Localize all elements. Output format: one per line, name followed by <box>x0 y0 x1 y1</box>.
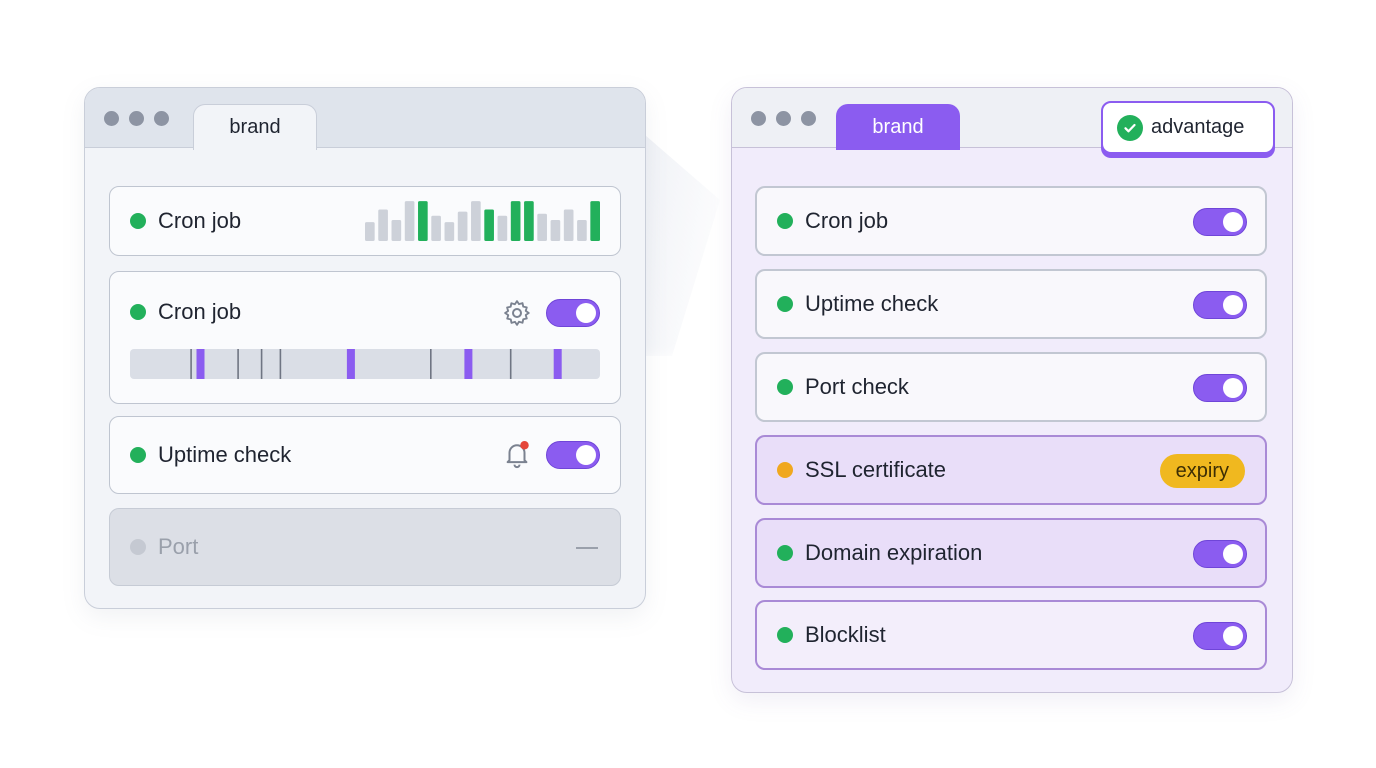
advantage-badge: advantage <box>1101 101 1275 154</box>
enable-toggle[interactable] <box>546 441 600 469</box>
monitor-label: Port check <box>805 374 909 399</box>
status-dot <box>777 213 793 229</box>
monitor-window-right: brand Cron job Uptime check Port check S… <box>731 87 1293 693</box>
status-dot <box>777 296 793 312</box>
window-dot[interactable] <box>776 111 791 126</box>
window-dot[interactable] <box>801 111 816 126</box>
sparkline-bar <box>577 220 587 241</box>
status-dot <box>130 447 146 463</box>
monitor-label: Uptime check <box>805 291 939 316</box>
enable-toggle[interactable] <box>1193 208 1247 236</box>
timeline-tick <box>279 349 282 379</box>
sparkline-bar <box>471 201 481 241</box>
sparkline-bar <box>537 213 547 241</box>
timeline-event-marker <box>464 349 473 379</box>
monitor-card-cron-job[interactable]: Cron job <box>755 186 1267 256</box>
monitor-label: Blocklist <box>805 622 886 647</box>
sparkline-bar <box>418 201 428 241</box>
sparkline-bar <box>524 201 534 241</box>
status-dot <box>130 213 146 229</box>
sparkline-bar <box>404 201 415 241</box>
title-bar: brand <box>85 88 645 150</box>
timeline-event-marker <box>346 349 355 379</box>
monitor-card-cron-job[interactable]: Cron job <box>109 186 621 256</box>
monitor-label: SSL certificate <box>805 457 947 482</box>
run-timeline <box>130 349 600 379</box>
monitor-label: Uptime check <box>158 442 292 467</box>
sparkline-bar <box>550 220 561 241</box>
monitor-card-ssl-certificate[interactable]: SSL certificate expiry <box>755 435 1267 505</box>
sparkline-bar <box>457 211 468 241</box>
sparkline-bar <box>497 215 508 241</box>
monitor-card-blocklist[interactable]: Blocklist <box>755 600 1267 670</box>
window-dot[interactable] <box>751 111 766 126</box>
monitor-card-uptime-check[interactable]: Uptime check <box>109 416 621 494</box>
status-dot <box>130 304 146 320</box>
monitor-window-left: brand Cron job Cron job Uptime check Por… <box>84 87 646 609</box>
monitor-card-port-check[interactable]: Port check <box>755 352 1267 422</box>
window-dot[interactable] <box>154 111 169 126</box>
timeline-track <box>130 349 600 379</box>
sparkline-bar <box>431 215 441 241</box>
monitor-label: Domain expiration <box>805 540 983 565</box>
window-controls <box>104 111 169 126</box>
status-dot <box>777 379 793 395</box>
window-controls <box>751 111 816 126</box>
window-dot[interactable] <box>129 111 144 126</box>
status-dot <box>777 545 793 561</box>
sparkline-bar <box>365 222 375 241</box>
enable-toggle[interactable] <box>1193 540 1247 568</box>
monitor-label: Port <box>158 534 199 559</box>
enable-toggle[interactable] <box>546 299 600 327</box>
activity-sparkline <box>365 201 600 241</box>
timeline-event-marker <box>553 349 562 379</box>
sparkline-bar <box>391 220 402 241</box>
timeline-tick <box>509 349 512 379</box>
timeline-event-marker <box>196 349 205 379</box>
sparkline-bar <box>484 209 494 241</box>
monitor-label: Cron job <box>158 208 242 233</box>
monitor-label: Cron job <box>158 299 242 324</box>
sparkline-bar <box>510 201 521 241</box>
timeline-tick <box>430 349 432 379</box>
sparkline-bar <box>590 201 600 241</box>
title-bar: brand <box>732 88 1292 150</box>
enable-toggle[interactable] <box>1193 374 1247 402</box>
expiry-badge: expiry <box>1159 454 1245 488</box>
monitor-card-domain-expiration[interactable]: Domain expiration <box>755 518 1267 588</box>
status-dot <box>130 539 146 555</box>
tab-brand[interactable]: brand <box>836 104 960 150</box>
enable-toggle[interactable] <box>1193 291 1247 319</box>
status-dot <box>777 627 793 643</box>
tab-brand[interactable]: brand <box>193 104 317 150</box>
timeline-tick <box>190 349 192 379</box>
monitor-card-port[interactable]: Port <box>109 508 621 586</box>
bell-icon[interactable] <box>502 439 532 469</box>
sparkline-bar <box>378 209 388 241</box>
timeline-tick <box>260 349 263 379</box>
advantage-label: advantage <box>1151 116 1245 138</box>
monitor-card-uptime-check[interactable]: Uptime check <box>755 269 1267 339</box>
sparkline-bar <box>444 222 455 241</box>
window-dot[interactable] <box>104 111 119 126</box>
enable-toggle[interactable] <box>1193 622 1247 650</box>
check-circle-icon <box>1117 114 1143 141</box>
timeline-tick <box>237 349 239 379</box>
monitor-label: Cron job <box>805 208 889 233</box>
sparkline-bar <box>563 209 574 241</box>
gear-icon[interactable] <box>502 298 532 328</box>
collapse-icon[interactable] <box>576 547 598 549</box>
status-dot <box>777 462 793 478</box>
monitor-card-cron-job-detail[interactable]: Cron job <box>109 271 621 404</box>
